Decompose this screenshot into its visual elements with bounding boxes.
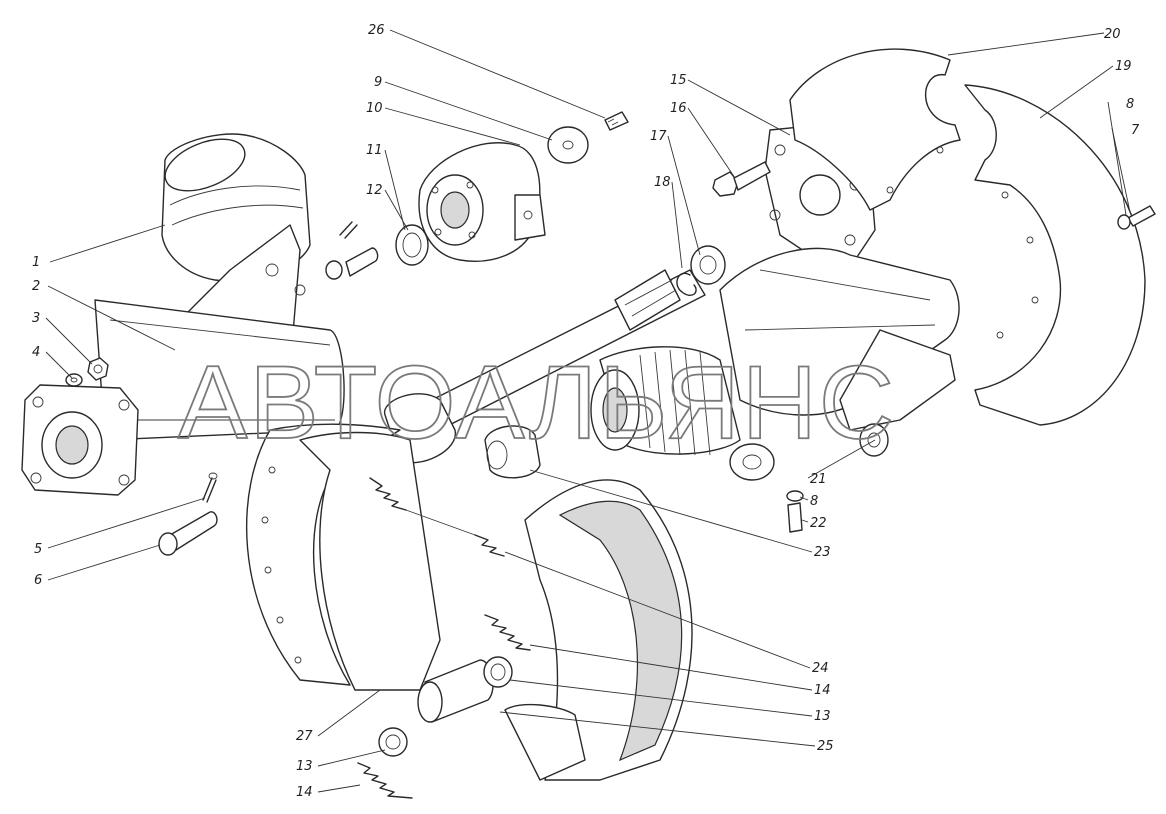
brake-shoe-left: [245, 423, 441, 691]
callout-26: 26: [368, 23, 385, 38]
callout-4: 4: [32, 345, 40, 360]
callout-8-bottom: 8: [810, 494, 818, 509]
return-spring: [369, 477, 505, 557]
callout-21: 21: [810, 472, 827, 487]
callout-13-right: 13: [814, 709, 831, 724]
callout-25: 25: [817, 739, 834, 754]
callout-12: 12: [366, 183, 383, 198]
callout-3: 3: [32, 311, 40, 326]
callout-2: 2: [32, 279, 40, 294]
bushing: [395, 224, 429, 266]
brake-chamber-and-axle-housing: [21, 133, 345, 496]
callout-1: 1: [32, 255, 40, 270]
callout-14-right: 14: [814, 683, 831, 698]
spring-14b: [357, 762, 413, 799]
callout-8-top: 8: [1126, 97, 1134, 112]
cam-washer: [690, 245, 726, 285]
fork-pin-parts: [325, 221, 379, 280]
clevis-pin: [158, 511, 218, 556]
callout-numbers: 1 2 3 4 5 6 26 9 10 11 12 15 16 17 18 20…: [32, 23, 1140, 800]
callout-11: 11: [366, 143, 383, 158]
callout-15: 15: [670, 73, 687, 88]
callout-22: 22: [810, 516, 827, 531]
callout-17: 17: [650, 129, 667, 144]
cotter-pin: [202, 472, 218, 503]
brake-shoe-right: [504, 479, 693, 781]
washer: [547, 126, 589, 164]
brake-shield: [964, 84, 1146, 426]
bolt-26: [604, 111, 629, 131]
callout-10: 10: [366, 101, 383, 116]
callout-6: 6: [34, 573, 42, 588]
retaining-ring-13a: [483, 656, 513, 688]
shoe-anchor-pin: [417, 659, 494, 723]
bolt-16: [712, 161, 771, 197]
retaining-ring-13b: [378, 727, 408, 757]
watermark-text: АВТОАЛЬЯНС: [178, 345, 896, 461]
slack-adjuster: [418, 142, 546, 262]
brake-carrier: [590, 124, 960, 456]
callout-13-left: 13: [296, 759, 313, 774]
snap-ring: [676, 272, 697, 296]
lock-washer: [65, 373, 83, 387]
washer-21: [729, 443, 775, 481]
callout-27: 27: [296, 729, 313, 744]
callout-18: 18: [654, 175, 671, 190]
dust-shield: [789, 48, 961, 211]
washer-21b: [859, 423, 889, 457]
leader-lines: [45, 29, 1131, 793]
spring-14a: [484, 614, 531, 651]
nut: [87, 357, 109, 381]
callout-7: 7: [1131, 123, 1140, 138]
callout-5: 5: [34, 542, 42, 557]
grease-fitting: [786, 490, 804, 533]
bolt-7: [1117, 205, 1156, 230]
callout-23: 23: [814, 545, 831, 560]
callout-19: 19: [1115, 59, 1132, 74]
bushing-23: [484, 425, 541, 479]
callout-24: 24: [812, 661, 829, 676]
callout-9: 9: [374, 75, 382, 90]
callout-14-left: 14: [296, 785, 313, 800]
callout-16: 16: [670, 101, 687, 116]
callout-20: 20: [1104, 27, 1121, 42]
